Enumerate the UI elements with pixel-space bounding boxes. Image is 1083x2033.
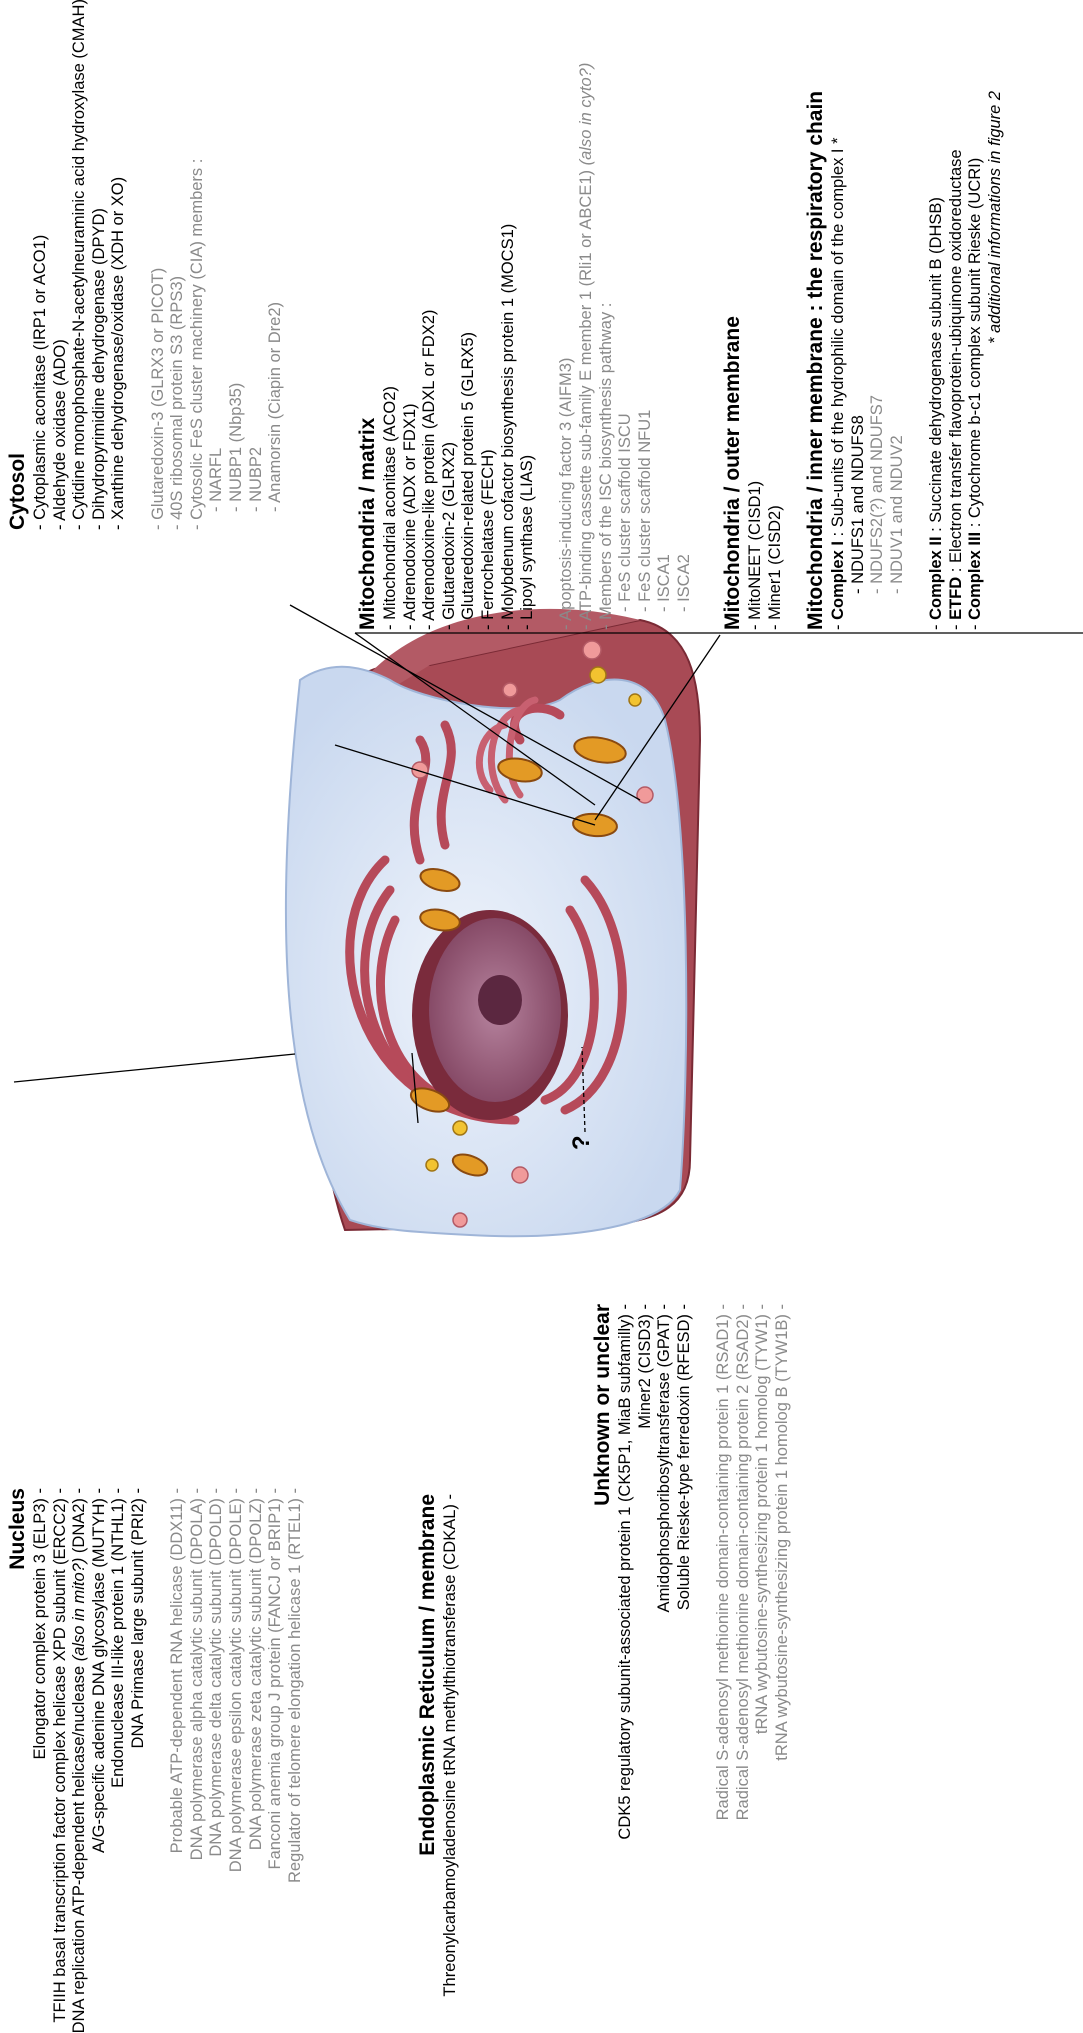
matrix-item: - Adrenodoxine-like protein (ADXL or FDX… bbox=[420, 63, 440, 630]
nucleus-item: Endonuclease III-like protein 1 (NTHL1) … bbox=[109, 1488, 129, 2033]
unknown-item: Amidophosphoribosyltransferase (GPAT) - bbox=[655, 1304, 675, 1840]
matrix-item-grey: - Apoptosis-inducing factor 3 (AIFM3) bbox=[557, 63, 577, 630]
nucleus-item: A/G-specific adenine DNA glycosylase (MU… bbox=[90, 1488, 110, 2033]
cytosol-section: Cytosol - Cytoplasmic aconitase (IRP1 or… bbox=[5, 0, 286, 530]
isc-member: - ISCA2 bbox=[675, 63, 695, 630]
unknown-item-grey: Radical S-adenosyl methionine domain-con… bbox=[734, 1304, 754, 1840]
mito-inner-section: Mitochondria / inner membrane : the resp… bbox=[803, 91, 1005, 630]
unknown-section: Unknown or unclear CDK5 regulatory subun… bbox=[590, 1304, 792, 1840]
unknown-item-grey: Radical S-adenosyl methionine domain-con… bbox=[714, 1304, 734, 1840]
mito-matrix-title: Mitochondria / matrix bbox=[355, 63, 380, 630]
nucleus-item-grey: DNA polymerase delta catalytic subunit (… bbox=[207, 1488, 227, 2033]
cia-member: - NARFL bbox=[207, 0, 227, 530]
unknown-title: Unknown or unclear bbox=[590, 1304, 615, 1840]
er-item: Threonylcarbamoyladenosine tRNA methylth… bbox=[441, 1494, 461, 1997]
cytosol-title: Cytosol bbox=[5, 0, 30, 530]
nucleus-item: Elongator complex protein 3 (ELP3) - bbox=[31, 1488, 51, 2033]
leader-cytosol bbox=[290, 605, 640, 800]
nucleus-section: Nucleus Elongator complex protein 3 (ELP… bbox=[5, 1488, 305, 2033]
nucleus-item-grey: DNA polymerase epsilon catalytic subunit… bbox=[227, 1488, 247, 2033]
complex1-item: - Complex I : Sub-units of the hydrophil… bbox=[829, 91, 849, 630]
complex1-member-grey: - NDUFS2(?) and NDUFS7 bbox=[868, 91, 888, 630]
mito-inner-title: Mitochondria / inner membrane : the resp… bbox=[803, 91, 828, 630]
nucleus-item-grey: DNA polymerase zeta catalytic subunit (D… bbox=[247, 1488, 267, 2033]
unknown-item-grey: tRNA wybutosine-synthesizing protein 1 h… bbox=[773, 1304, 793, 1840]
cytosol-item: - Dihydropyrimidine dehydrogenase (DPYD) bbox=[90, 0, 110, 530]
cytosol-item: - Xanthine dehydrogenase/oxidase (XDH or… bbox=[109, 0, 129, 530]
nucleus-title: Nucleus bbox=[5, 1488, 30, 2033]
leader-matrix bbox=[335, 745, 595, 825]
nucleus-item-dna2: DNA replication ATP-dependent helicase/n… bbox=[70, 1488, 90, 2033]
outer-item: - MitoNEET (CISD1) bbox=[746, 316, 766, 630]
complex1-member: - NDUFS1 and NDUFS8 bbox=[849, 91, 869, 630]
isc-member: - FeS cluster scaffold NFU1 bbox=[636, 63, 656, 630]
er-title: Endoplasmic Reticulum / membrane bbox=[415, 1494, 440, 1997]
cytosol-item-grey: - Glutaredoxin-3 (GLRX3 or PICOT) bbox=[149, 0, 169, 530]
question-mark: ? bbox=[568, 1135, 596, 1150]
unknown-item: CDK5 regulatory subunit-associated prote… bbox=[616, 1304, 636, 1840]
nucleus-item-grey: Probable ATP-dependent RNA helicase (DDX… bbox=[168, 1488, 188, 2033]
outer-item: - Miner1 (CISD2) bbox=[766, 316, 786, 630]
etfd-item: - ETFD : Electron transfer flavoprotein-… bbox=[947, 91, 967, 630]
matrix-item: - Glutaredoxin-2 (GLRX2) bbox=[440, 63, 460, 630]
cia-member: - NUBP2 bbox=[247, 0, 267, 530]
complex2-item: - Complex II : Succinate dehydrogenase s… bbox=[927, 91, 947, 630]
unknown-item: Soluble Rieske-type ferredoxin (RFESD) - bbox=[675, 1304, 695, 1840]
unknown-item: Miner2 (CISD3) - bbox=[636, 1304, 656, 1840]
footnote: * additional informations in figure 2 bbox=[986, 91, 1006, 630]
nucleus-item-grey: DNA polymerase alpha catalytic subunit (… bbox=[188, 1488, 208, 2033]
leader-nucleus bbox=[14, 1054, 295, 1082]
cytosol-item: - Cytidine monophosphate-N-acetylneurami… bbox=[70, 0, 90, 530]
matrix-item: - Lipoyl synthase (LIAS) bbox=[518, 63, 538, 630]
matrix-item: - Mitochondrial aconitase (ACO2) bbox=[381, 63, 401, 630]
complex3-item: - Complex III : Cytochrome b-c1 complex … bbox=[966, 91, 986, 630]
isc-member: - FeS cluster scaffold ISCU bbox=[616, 63, 636, 630]
leader-unknown bbox=[582, 1047, 585, 1132]
matrix-item: - Glutaredoxin-related protein 5 (GLRX5) bbox=[459, 63, 479, 630]
cia-member: - NUBP1 (Nbp35) bbox=[227, 0, 247, 530]
complex1-member-grey: - NDUV1 and NDUV2 bbox=[888, 91, 908, 630]
isc-member: - ISCA1 bbox=[655, 63, 675, 630]
mito-matrix-section: Mitochondria / matrix - Mitochondrial ac… bbox=[355, 63, 695, 630]
leader-inner bbox=[595, 635, 720, 820]
nucleus-item-grey: Fanconi anemia group J protein (FANCJ or… bbox=[266, 1488, 286, 2033]
cia-member: - Anamorsin (Ciapin or Dre2) bbox=[266, 0, 286, 530]
nucleus-item-grey: Regulator of telomere elongation helicas… bbox=[286, 1488, 306, 2033]
mito-outer-section: Mitochondria / outer membrane - MitoNEET… bbox=[720, 316, 785, 630]
cytosol-item: - Cytoplasmic aconitase (IRP1 or ACO1) bbox=[31, 0, 51, 530]
matrix-item: - Adrenodoxine (ADX or FDX1) bbox=[401, 63, 421, 630]
leader-er bbox=[412, 1053, 418, 1123]
leader-outer-b bbox=[355, 633, 595, 805]
cytosol-item-grey: - Cytosolic FeS cluster machinery (CIA) … bbox=[188, 0, 208, 530]
isc-header: - Members of the ISC biosynthesis pathwa… bbox=[597, 63, 617, 630]
matrix-item: - Molybdenum cofactor biosynthesis prote… bbox=[499, 63, 519, 630]
matrix-item-abce1: - ATP-binding cassette sub-family E memb… bbox=[577, 63, 597, 630]
matrix-item: - Ferrochelatase (FECH) bbox=[479, 63, 499, 630]
rotated-figure: Nucleus Elongator complex protein 3 (ELP… bbox=[0, 0, 1083, 1920]
cytosol-item-grey: - 40S ribosomal protein S3 (RPS3) bbox=[168, 0, 188, 530]
er-section: Endoplasmic Reticulum / membrane Threony… bbox=[415, 1494, 461, 1997]
nucleus-item: TFIIH basal transcription factor complex… bbox=[51, 1488, 71, 2033]
nucleus-item: DNA Primase large subunit (PRI2) - bbox=[129, 1488, 149, 2033]
mito-outer-title: Mitochondria / outer membrane bbox=[720, 316, 745, 630]
unknown-item-grey: tRNA wybutosine-synthesizing protein 1 h… bbox=[753, 1304, 773, 1840]
cytosol-item: - Aldehyde oxidase (ADO) bbox=[51, 0, 71, 530]
